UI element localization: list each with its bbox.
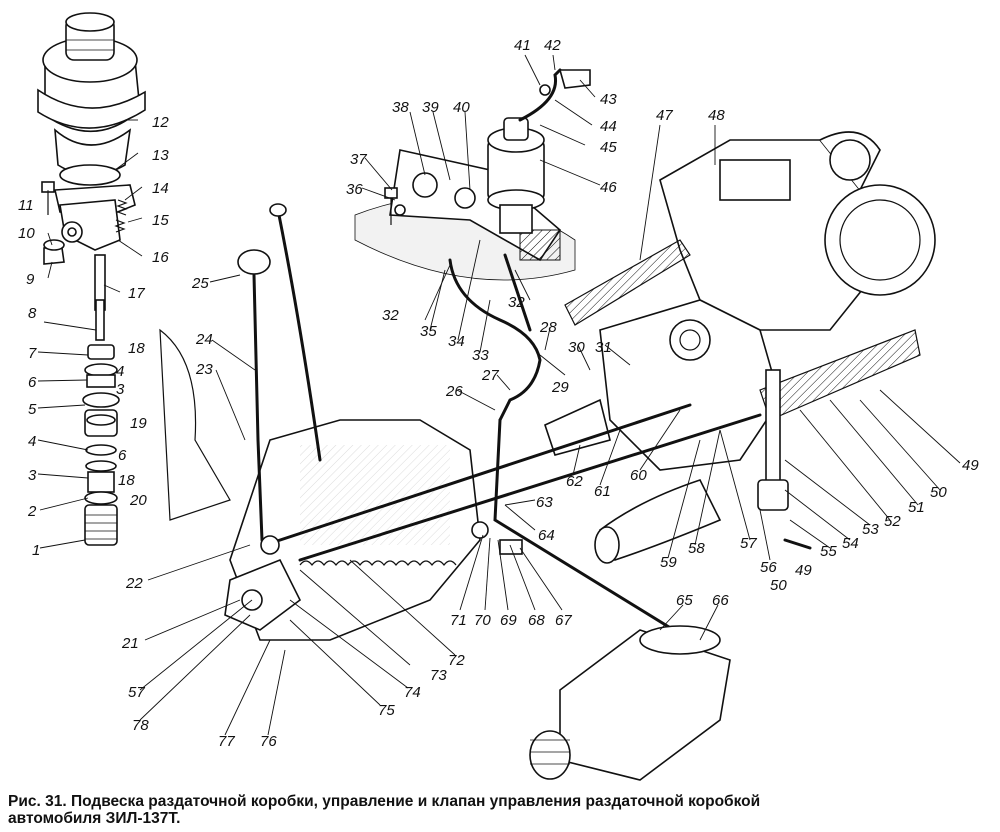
callout-56: 56 (760, 559, 777, 576)
callout-5: 5 (28, 401, 37, 418)
callout-28: 28 (539, 319, 557, 336)
callout-53: 53 (862, 521, 879, 538)
callout-63: 63 (536, 494, 553, 511)
callout-73: 73 (430, 667, 447, 684)
callout-43: 43 (600, 91, 617, 108)
callout-7: 7 (28, 345, 37, 362)
callout-49: 49 (962, 457, 979, 474)
callout-74: 74 (404, 684, 421, 701)
callout-6b: 6 (118, 447, 127, 464)
callout-70: 70 (474, 612, 491, 629)
callout-33: 33 (472, 347, 489, 364)
callout-38: 38 (392, 99, 409, 116)
callout-52: 52 (884, 513, 901, 530)
callout-65: 65 (676, 592, 693, 609)
callout-34: 34 (448, 333, 465, 350)
callout-20: 20 (129, 492, 147, 509)
callout-45: 45 (600, 139, 617, 156)
callout-42: 42 (544, 37, 561, 54)
callout-37: 37 (350, 151, 367, 168)
callout-76: 76 (260, 733, 277, 750)
callout-59: 59 (660, 554, 677, 571)
callout-22: 22 (125, 575, 143, 592)
callout-36: 36 (346, 181, 363, 198)
callout-30: 30 (568, 339, 585, 356)
callout-44: 44 (600, 118, 617, 135)
callout-69: 69 (500, 612, 517, 629)
callout-24: 24 (195, 331, 213, 348)
callout-12: 12 (152, 114, 169, 131)
callout-18: 18 (128, 340, 145, 357)
callout-31: 31 (595, 339, 612, 356)
callout-78: 78 (132, 717, 149, 734)
callout-16: 16 (152, 249, 169, 266)
callout-71: 71 (450, 612, 467, 629)
callout-27: 27 (481, 367, 499, 384)
leader-lines (37, 54, 961, 736)
callout-49b: 49 (795, 562, 812, 579)
figure-caption: Рис. 31. Подвеска раздаточной коробки, у… (8, 793, 992, 827)
callout-9: 9 (26, 271, 35, 288)
caption-line-1: Рис. 31. Подвеска раздаточной коробки, у… (8, 793, 761, 810)
callout-25: 25 (191, 275, 209, 292)
callout-77: 77 (218, 733, 235, 750)
callout-15: 15 (152, 212, 169, 229)
callout-4b: 4 (116, 363, 124, 380)
callout-35: 35 (420, 323, 437, 340)
callout-47: 47 (656, 107, 673, 124)
callout-50b: 50 (770, 577, 787, 594)
callout-3b: 3 (116, 381, 125, 398)
callout-64: 64 (538, 527, 555, 544)
callout-11: 11 (18, 197, 34, 214)
callout-68: 68 (528, 612, 545, 629)
callout-13: 13 (152, 147, 169, 164)
caption-line-2: автомобиля ЗИЛ-137Т. (8, 810, 181, 827)
callout-29: 29 (551, 379, 569, 396)
callout-51: 51 (908, 499, 925, 516)
callout-50: 50 (930, 484, 947, 501)
callout-57b: 57 (128, 684, 145, 701)
callout-57: 57 (740, 535, 757, 552)
callout-75: 75 (378, 702, 395, 719)
callout-40: 40 (453, 99, 470, 116)
callout-2: 2 (27, 503, 37, 520)
callout-60: 60 (630, 467, 647, 484)
callout-48: 48 (708, 107, 725, 124)
valve-exploded-assembly (37, 12, 146, 546)
callout-32: 32 (382, 307, 399, 324)
transfer-case (544, 131, 936, 564)
callout-66: 66 (712, 592, 729, 609)
callout-8: 8 (28, 305, 37, 322)
callout-26: 26 (445, 383, 463, 400)
callout-39: 39 (422, 99, 439, 116)
callout-17: 17 (128, 285, 145, 302)
gearbox-and-levers (159, 203, 762, 781)
callout-55: 55 (820, 543, 837, 560)
callout-labels: 1 2 3 4 5 6 7 8 9 10 11 12 13 14 15 16 1… (18, 37, 979, 750)
callout-1: 1 (32, 542, 40, 559)
callout-32b: 32 (508, 294, 525, 311)
mounting-bracket-assembly (354, 68, 591, 422)
callout-18b: 18 (118, 472, 135, 489)
callout-41: 41 (514, 37, 531, 54)
callout-54: 54 (842, 535, 859, 552)
callout-21: 21 (121, 635, 139, 652)
callout-3: 3 (28, 467, 37, 484)
callout-23: 23 (195, 361, 213, 378)
callout-19: 19 (130, 415, 147, 432)
callout-4: 4 (28, 433, 36, 450)
callout-58: 58 (688, 540, 705, 557)
callout-6: 6 (28, 374, 37, 391)
callout-14: 14 (152, 180, 169, 197)
callout-62: 62 (566, 473, 583, 490)
callout-72: 72 (448, 652, 465, 669)
callout-61: 61 (594, 483, 611, 500)
callout-67: 67 (555, 612, 572, 629)
callout-10: 10 (18, 225, 35, 242)
callout-46: 46 (600, 179, 617, 196)
